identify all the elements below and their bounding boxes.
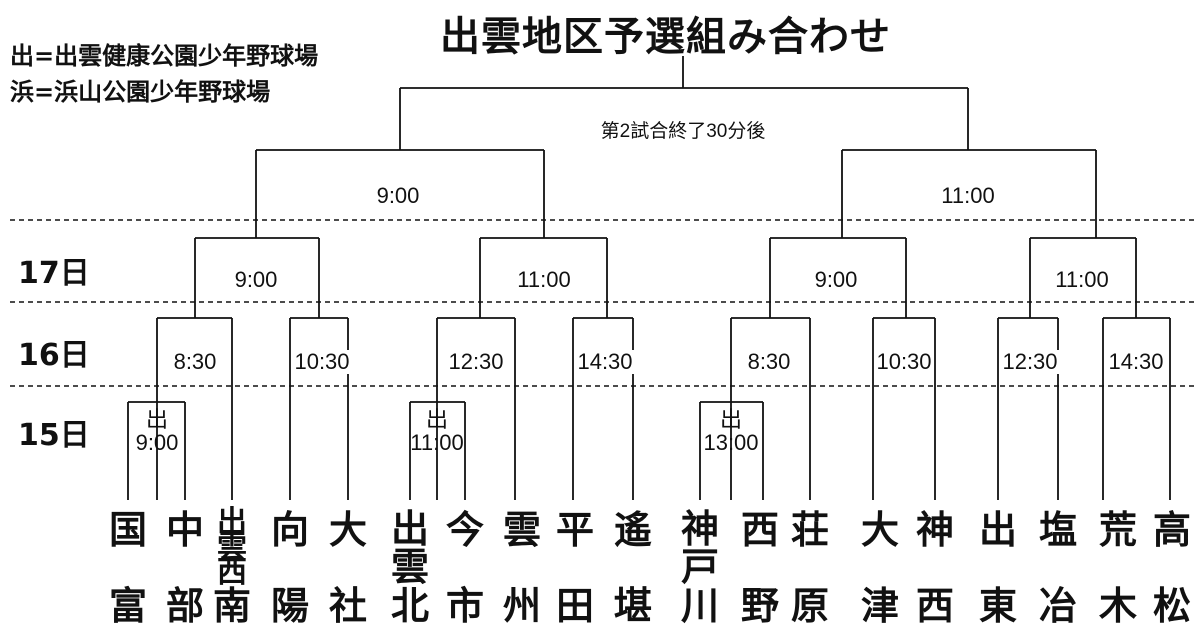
round-4-time: 14:30 <box>575 349 635 374</box>
team-10-name-bottom: 堪 <box>613 584 652 628</box>
round-8-time: 14:30 <box>1106 349 1166 374</box>
quarter-2-time: 11:00 <box>515 267 573 292</box>
team-13-name-top: 荘 <box>790 508 829 552</box>
final-time-note: 第2試合終了30分後 <box>598 120 768 144</box>
day-label-16: 16日 <box>18 338 90 373</box>
team-17-name-top: 塩 <box>1038 508 1077 552</box>
team-2: 中部 <box>157 508 213 626</box>
team-7-name-bottom: 市 <box>445 584 484 628</box>
prelim-2-time: 11:00 <box>410 430 464 455</box>
team-5-name-bottom: 社 <box>328 584 367 628</box>
team-18-name-top: 荒 <box>1098 508 1137 552</box>
round-5-time: 8:30 <box>745 349 793 374</box>
team-13-name-bottom: 原 <box>790 584 829 628</box>
prelim-2-venue: 出 <box>425 407 449 432</box>
team-13: 荘原 <box>782 508 838 626</box>
team-1: 国富 <box>100 508 156 626</box>
team-15-name-top: 神 <box>915 508 954 552</box>
team-16-name-top: 出 <box>978 508 1017 552</box>
team-12-name-bottom: 野 <box>740 584 779 628</box>
team-9-name-top: 平 <box>555 508 594 552</box>
team-3-name-top: 出雲西 <box>217 505 247 590</box>
team-3: 出雲西南 <box>204 505 260 627</box>
team-19-name-top: 高 <box>1152 508 1191 552</box>
team-14-name-top: 大 <box>860 508 899 552</box>
team-19: 高松 <box>1144 508 1200 626</box>
page-title: 出雲地区予選組み合わせ <box>440 14 891 60</box>
legend-venue-2: 浜=浜山公園少年野球場 <box>10 78 271 106</box>
team-10-name-top: 遙 <box>613 508 652 552</box>
team-14: 大津 <box>852 508 908 626</box>
prelim-3-time: 13:00 <box>703 430 759 455</box>
prelim-3-venue: 出 <box>719 407 742 432</box>
team-7: 今市 <box>437 508 493 626</box>
team-18: 荒木 <box>1090 508 1146 626</box>
team-10: 遙堪 <box>605 508 661 626</box>
team-15-name-bottom: 西 <box>915 584 954 628</box>
team-11-name-top: 神戸 <box>680 507 719 589</box>
round-2-time: 10:30 <box>292 349 352 374</box>
team-6-name-bottom: 北 <box>390 584 429 628</box>
semi-right-time: 11:00 <box>939 183 997 208</box>
team-4: 向陽 <box>262 508 318 626</box>
team-4-name-bottom: 陽 <box>270 584 309 628</box>
team-17-name-bottom: 冶 <box>1038 584 1077 628</box>
team-18-name-bottom: 木 <box>1098 584 1137 628</box>
team-6: 出雲北 <box>382 507 438 626</box>
round-6-time: 10:30 <box>874 349 934 374</box>
team-3-name-bottom: 南 <box>212 584 251 628</box>
round-1-time: 8:30 <box>171 349 219 374</box>
team-19-name-bottom: 松 <box>1152 584 1191 628</box>
quarter-4-time: 11:00 <box>1053 267 1111 292</box>
team-2-name-bottom: 部 <box>165 584 204 628</box>
quarter-1-time: 9:00 <box>232 267 280 292</box>
legend-venue-1: 出=出雲健康公園少年野球場 <box>10 42 319 70</box>
team-11: 神戸川 <box>672 507 728 626</box>
team-17: 塩冶 <box>1030 508 1086 626</box>
prelim-3: 出 13:00 <box>701 408 760 454</box>
semi-left-time: 9:00 <box>374 183 422 208</box>
prelim-1: 出 9:00 <box>134 408 181 454</box>
team-1-name-top: 国 <box>108 508 147 552</box>
team-9-name-bottom: 田 <box>555 584 594 628</box>
team-5-name-top: 大 <box>328 508 367 552</box>
team-8-name-top: 雲 <box>502 508 541 552</box>
round-7-time: 12:30 <box>1000 349 1060 374</box>
team-8-name-bottom: 州 <box>502 584 541 628</box>
round-3-time: 12:30 <box>446 349 506 374</box>
prelim-1-time: 9:00 <box>135 430 179 455</box>
team-9: 平田 <box>547 508 603 626</box>
quarter-3-time: 9:00 <box>812 267 860 292</box>
day-label-15: 15日 <box>18 418 90 453</box>
team-4-name-top: 向 <box>270 508 309 552</box>
team-5: 大社 <box>320 508 376 626</box>
team-12-name-top: 西 <box>740 508 779 552</box>
team-14-name-bottom: 津 <box>860 584 899 628</box>
team-1-name-bottom: 富 <box>108 584 147 628</box>
team-7-name-top: 今 <box>445 508 484 552</box>
prelim-2: 出 11:00 <box>408 408 465 454</box>
team-6-name-top: 出雲 <box>390 507 429 589</box>
team-12: 西野 <box>732 508 788 626</box>
prelim-1-venue: 出 <box>145 407 169 432</box>
team-8: 雲州 <box>494 508 550 626</box>
team-15: 神西 <box>907 508 963 626</box>
team-16-name-bottom: 東 <box>978 584 1017 628</box>
team-16: 出東 <box>970 508 1026 626</box>
team-2-name-top: 中 <box>165 508 204 552</box>
team-11-name-bottom: 川 <box>680 584 719 628</box>
day-label-17: 17日 <box>18 256 90 291</box>
